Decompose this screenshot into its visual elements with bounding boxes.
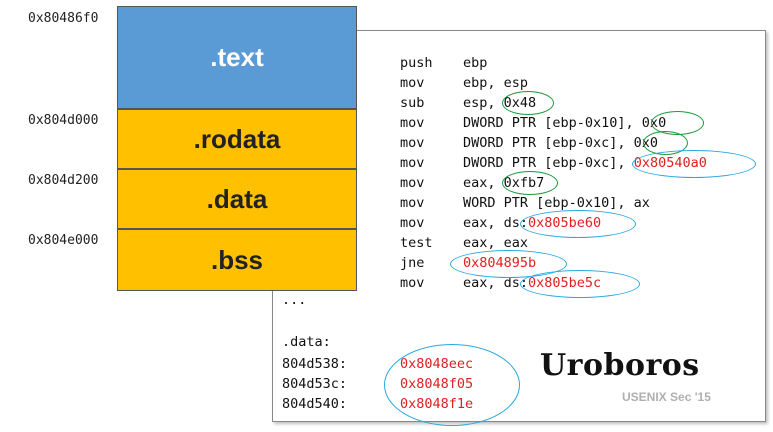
- data-row: 804d540:0x8048f1e: [282, 396, 474, 412]
- ellipsis: ...: [282, 292, 307, 308]
- highlight-constant-0xfb7: [502, 171, 558, 195]
- highlight-pointer-804895b: [450, 250, 567, 278]
- data-row: 804d538:0x8048eec: [282, 356, 474, 372]
- highlight-pointer-805be60: [520, 210, 636, 238]
- segment-rodata: .rodata: [117, 109, 357, 169]
- highlight-pointer-805be5c: [520, 270, 640, 298]
- data-row: 804d53c:0x8048f05: [282, 376, 474, 392]
- highlight-constant-0x48: [502, 91, 554, 115]
- uroboros-logo: Uroboros: [540, 348, 700, 383]
- address-text-start: 0x80486f0: [28, 11, 99, 26]
- address-rodata-start: 0x804d000: [28, 113, 99, 128]
- highlight-pointer-80540a0: [632, 150, 756, 178]
- segment-bss: .bss: [117, 229, 357, 291]
- segment-text: .text: [117, 6, 357, 109]
- address-bss-start: 0x804e000: [28, 233, 99, 248]
- highlight-data-pointers: [384, 344, 520, 426]
- segment-data: .data: [117, 169, 357, 229]
- address-data-start: 0x804d200: [28, 173, 99, 188]
- data-section-label: .data:: [282, 334, 331, 350]
- venue-label: USENIX Sec '15: [622, 390, 711, 404]
